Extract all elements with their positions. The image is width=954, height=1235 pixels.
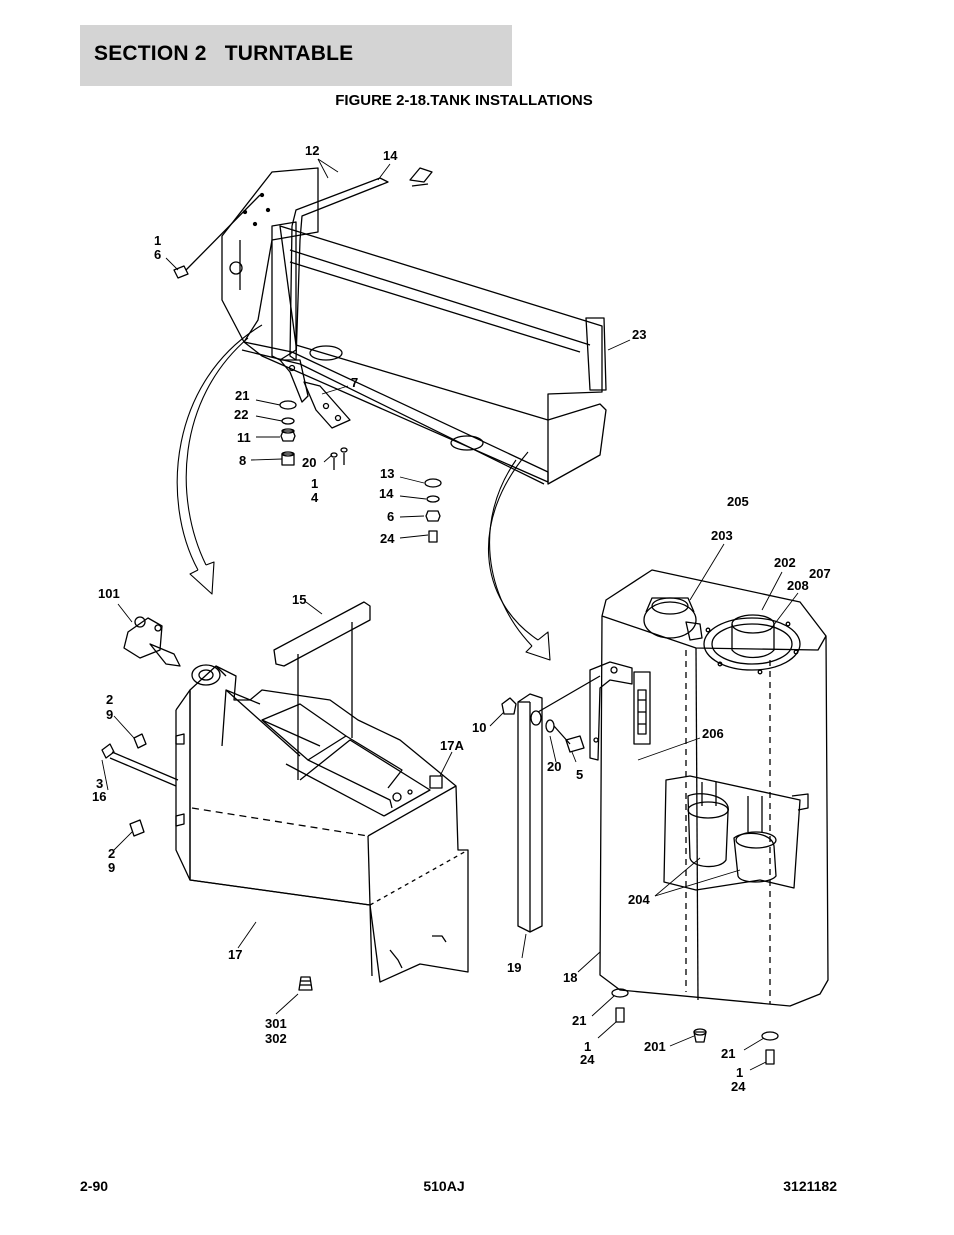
model-number-text: 510AJ <box>423 1178 465 1194</box>
callout-1: 1 <box>584 1039 591 1054</box>
callout-10: 10 <box>472 720 486 735</box>
callout-labels: 12 14 1 6 23 7 21 22 11 8 20 1 4 13 14 6… <box>92 143 831 1094</box>
callout-1: 1 <box>311 476 318 491</box>
callout-3: 3 <box>96 776 103 791</box>
callout-21: 21 <box>572 1013 586 1028</box>
assembly-arrow-right <box>488 451 551 661</box>
callout-11: 11 <box>237 430 251 445</box>
tank-support-frame <box>221 167 607 485</box>
figure-title: FIGURE 2-18.TANK INSTALLATIONS <box>0 92 954 109</box>
filler-breather-101 <box>123 616 181 667</box>
callout-2: 2 <box>108 846 115 861</box>
callout-24: 24 <box>731 1079 746 1094</box>
figure-title-text: FIGURE 2-18.TANK INSTALLATIONS <box>335 92 593 109</box>
section-header: SECTION 2 TURNTABLE <box>80 25 512 86</box>
callout-14: 14 <box>379 486 394 501</box>
callout-203: 203 <box>711 528 733 543</box>
hydraulic-tank <box>175 664 469 983</box>
callout-13: 13 <box>380 466 394 481</box>
callout-101: 101 <box>98 586 120 601</box>
callout-20: 20 <box>302 455 316 470</box>
callout-7: 7 <box>351 375 358 390</box>
callout-1: 1 <box>736 1065 743 1080</box>
callout-5: 5 <box>576 767 583 782</box>
callout-16: 16 <box>92 789 106 804</box>
hardware-stack-right <box>424 478 442 543</box>
callout-204: 204 <box>628 892 650 907</box>
callout-4: 4 <box>311 490 319 505</box>
callout-12: 12 <box>305 143 319 158</box>
callout-21: 21 <box>235 388 249 403</box>
callout-207: 207 <box>809 566 831 581</box>
callout-6: 6 <box>387 509 394 524</box>
callout-17a: 17A <box>440 738 464 753</box>
callout-24: 24 <box>380 531 395 546</box>
tank-strap-15 <box>273 601 371 780</box>
callout-1: 1 <box>154 233 161 248</box>
callout-24: 24 <box>580 1052 595 1067</box>
callout-18: 18 <box>563 970 577 985</box>
callout-202: 202 <box>774 555 796 570</box>
callout-6: 6 <box>154 247 161 262</box>
callout-17: 17 <box>228 947 242 962</box>
callout-21: 21 <box>721 1046 735 1061</box>
fuel-tank-hardware <box>611 988 779 1065</box>
callout-22: 22 <box>234 407 248 422</box>
callout-9: 9 <box>106 707 113 722</box>
callout-302: 302 <box>265 1031 287 1046</box>
callout-23: 23 <box>632 327 646 342</box>
callout-14: 14 <box>383 148 398 163</box>
callout-leaders <box>101 158 799 1071</box>
callout-9: 9 <box>108 860 115 875</box>
tank-fittings <box>101 733 313 991</box>
model-number: 510AJ <box>0 1178 954 1194</box>
fuel-tank <box>599 569 829 1007</box>
bolt-16 <box>173 194 261 279</box>
callout-208: 208 <box>787 578 809 593</box>
callout-19: 19 <box>507 960 521 975</box>
callout-15: 15 <box>292 592 306 607</box>
callout-20: 20 <box>547 759 561 774</box>
callout-8: 8 <box>239 453 246 468</box>
page-number: 2-90 <box>80 1178 109 1194</box>
channel-19 <box>517 693 543 933</box>
callout-206: 206 <box>702 726 724 741</box>
callout-201: 201 <box>644 1039 666 1054</box>
callout-2: 2 <box>106 692 113 707</box>
callout-301: 301 <box>265 1016 287 1031</box>
document-number: 3121182 <box>783 1178 837 1194</box>
assembly-arrow-left <box>176 324 263 595</box>
bracket-hardware <box>501 661 633 761</box>
section-title: SECTION 2 TURNTABLE <box>94 42 354 65</box>
callout-205: 205 <box>727 494 749 509</box>
